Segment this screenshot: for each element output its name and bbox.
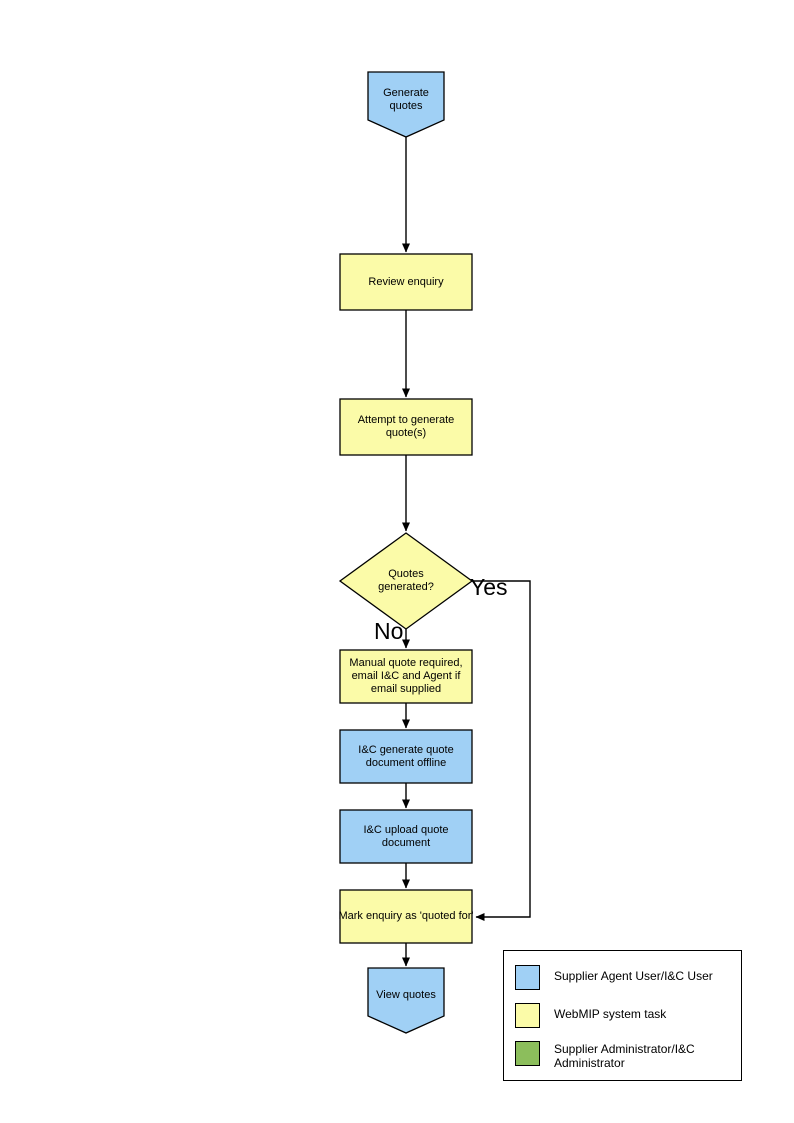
legend-label-webmip-system-task: WebMIP system task [554,1007,667,1021]
node-review-enquiry[interactable] [339,253,473,311]
node-mark-enquiry-quoted-for[interactable] [339,889,473,944]
legend-label-supplier-administrator: Supplier Administrator/I&C Administrator [554,1042,695,1070]
node-attempt-generate-quotes[interactable] [339,398,473,456]
legend: Supplier Agent User/I&C User WebMIP syst… [503,950,742,1081]
legend-label-supplier-agent-user: Supplier Agent User/I&C User [554,969,713,983]
edge-label-yes: Yes [470,574,508,600]
legend-swatch-blue [515,965,540,990]
legend-swatch-green [515,1041,540,1066]
legend-item-webmip-system-task: WebMIP system task [515,1003,666,1028]
node-manual-quote-required[interactable] [339,649,473,704]
node-ic-generate-quote-offline[interactable] [339,729,473,784]
edge-label-no: No [374,618,404,644]
connector-decision-yes-to-mark [472,580,531,921]
node-ic-upload-quote-document[interactable] [339,809,473,864]
legend-item-supplier-agent-user: Supplier Agent User/I&C User [515,965,713,990]
node-generate-quotes[interactable] [367,71,445,138]
node-view-quotes[interactable] [367,967,445,1034]
legend-item-supplier-administrator: Supplier Administrator/I&C Administrator [515,1041,695,1070]
node-quotes-generated-decision[interactable] [338,532,474,630]
legend-swatch-yellow [515,1003,540,1028]
